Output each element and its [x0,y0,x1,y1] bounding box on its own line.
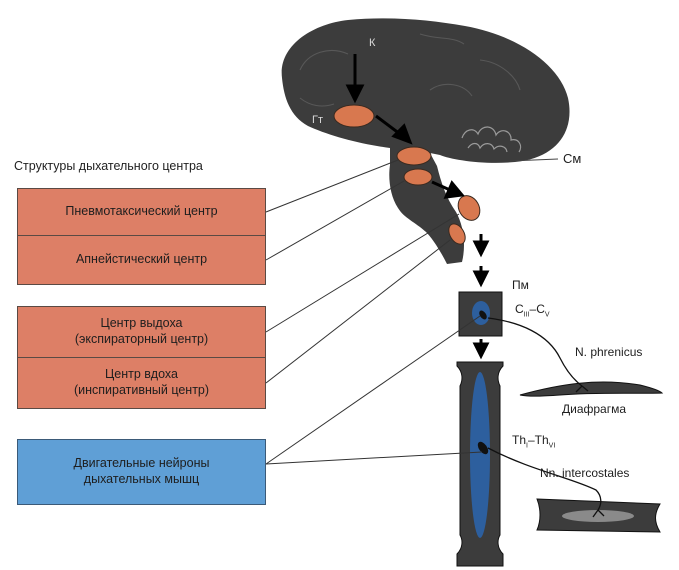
connector-pneumotaxic [265,159,399,213]
connector-motor-cervical [265,315,481,465]
expiratory-nucleus [457,195,481,221]
diaphragm-shape [519,381,664,397]
connector-motor-thoracic [265,451,483,465]
expiratory-center-sublabel: (экспираторный центр) [74,332,209,346]
pneumotaxic-center-label: Пневмотаксический центр [65,204,218,219]
inspiratory-center-sublabel: (инспиративный центр) [73,383,210,397]
pneumotaxic-center-box: Пневмотаксический центр [17,188,266,236]
apneustic-nucleus [403,168,433,186]
apneustic-center-label: Апнейстический центр [75,252,208,267]
brain-silhouette [281,18,570,264]
intercostal-nerve [487,447,602,511]
inspiratory-nucleus [448,223,466,245]
label-intercostal-nerves: Nn. intercostales [540,466,630,480]
thoracic-neuron-body [477,441,489,455]
section-heading: Структуры дыхательного центра [14,159,203,173]
inspiratory-center-label: Центр вдоха [105,367,178,382]
connector-expiratory [265,213,460,333]
midbrain-pointer-line [509,158,559,162]
label-thoracic-segments: ThI–ThVI [512,433,556,450]
cortex-gyri [299,33,521,107]
hypothalamus-nucleus [333,104,375,128]
label-cortex: К [369,37,376,49]
spinal-arrows [472,266,490,360]
label-diaphragm: Диафрагма [562,402,627,416]
connector-lines [265,159,483,465]
apneustic-center-box: Апнейстический центр [17,235,266,285]
inspiratory-center-box: Центр вдоха (инспиративный центр) [17,357,266,409]
expiratory-center-box: Центр выдоха (экспираторный центр) [17,306,266,358]
connector-apneustic [265,180,405,261]
label-midbrain: См [563,151,582,166]
label-hypothalamus: Гт [312,114,323,126]
motor-neurons-sublabel: дыхательных мышц [83,472,200,486]
cervical-neuron-body [479,310,487,320]
connector-inspiratory [265,239,451,384]
cerebellum-folds [461,126,522,153]
phrenic-nerve-end [575,385,589,393]
respiratory-motor-neurons-box: Двигательные нейроны дыхательных мышц [17,439,266,505]
motor-neurons-label: Двигательные нейроны [73,456,210,471]
phrenic-nerve [487,317,583,387]
intercostal-muscle-fibers [562,510,634,522]
pneumotaxic-nucleus [396,146,432,166]
label-cervical-segments: CIII–CV [515,302,550,319]
label-phrenic-nerve: N. phrenicus [575,345,643,359]
thoracic-motor-column [470,372,490,538]
expiratory-center-label: Центр выдоха [100,316,183,331]
intercostal-nerve-end [592,509,605,518]
label-medulla: Пм [512,278,529,292]
brain-arrows [345,54,490,258]
